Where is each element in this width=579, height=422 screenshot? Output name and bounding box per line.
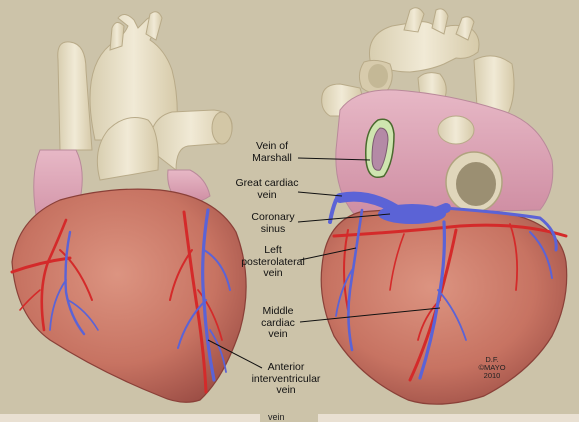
- label-line: Marshall: [252, 151, 292, 164]
- anterior-cardiac-veins: [49, 208, 231, 382]
- label-line: sinus: [260, 222, 286, 235]
- inferior-vena-cava: [437, 115, 503, 213]
- credit-line: 2010: [483, 371, 501, 380]
- label-anterior-interventricular-vein: Anterior interventricular vein: [246, 361, 326, 397]
- anterior-coronary-arteries: [10, 210, 223, 394]
- label-line: Middle: [262, 305, 294, 317]
- artist-credit: D.F. ©MAYO 2010: [474, 356, 510, 380]
- label-coronary-sinus: Coronary sinus: [248, 211, 298, 235]
- aorta-and-great-vessels: [57, 11, 233, 181]
- label-line: interventricular: [251, 372, 321, 385]
- posterior-heart-view: [320, 7, 568, 405]
- label-middle-cardiac-vein: Middle cardiac vein: [256, 305, 300, 341]
- label-line: Left: [264, 244, 282, 256]
- label-line: vein: [257, 188, 277, 201]
- label-left-posterolateral-vein: Left posterolateral vein: [238, 244, 308, 280]
- label-line: cardiac: [261, 316, 295, 329]
- credit-line: ©MAYO: [478, 363, 506, 372]
- label-line: posterolateral: [241, 255, 305, 268]
- label-line: Vein of: [255, 140, 289, 152]
- anterior-heart-view: [10, 11, 247, 403]
- label-line: vein: [263, 267, 283, 279]
- label-leader-lines: [207, 157, 441, 369]
- label-line: vein: [268, 328, 288, 340]
- label-line: Anterior: [267, 361, 305, 373]
- label-line: vein: [276, 384, 296, 396]
- credit-line: D.F.: [485, 355, 499, 364]
- coronary-sinus-body: [378, 204, 446, 224]
- label-line: Coronary: [251, 211, 295, 223]
- label-vein-of-marshall: Vein of Marshall: [247, 140, 297, 164]
- label-great-cardiac-vein: Great cardiac vein: [234, 177, 300, 201]
- label-line: Great cardiac: [235, 177, 299, 189]
- cut-off-label: vein: [268, 412, 285, 422]
